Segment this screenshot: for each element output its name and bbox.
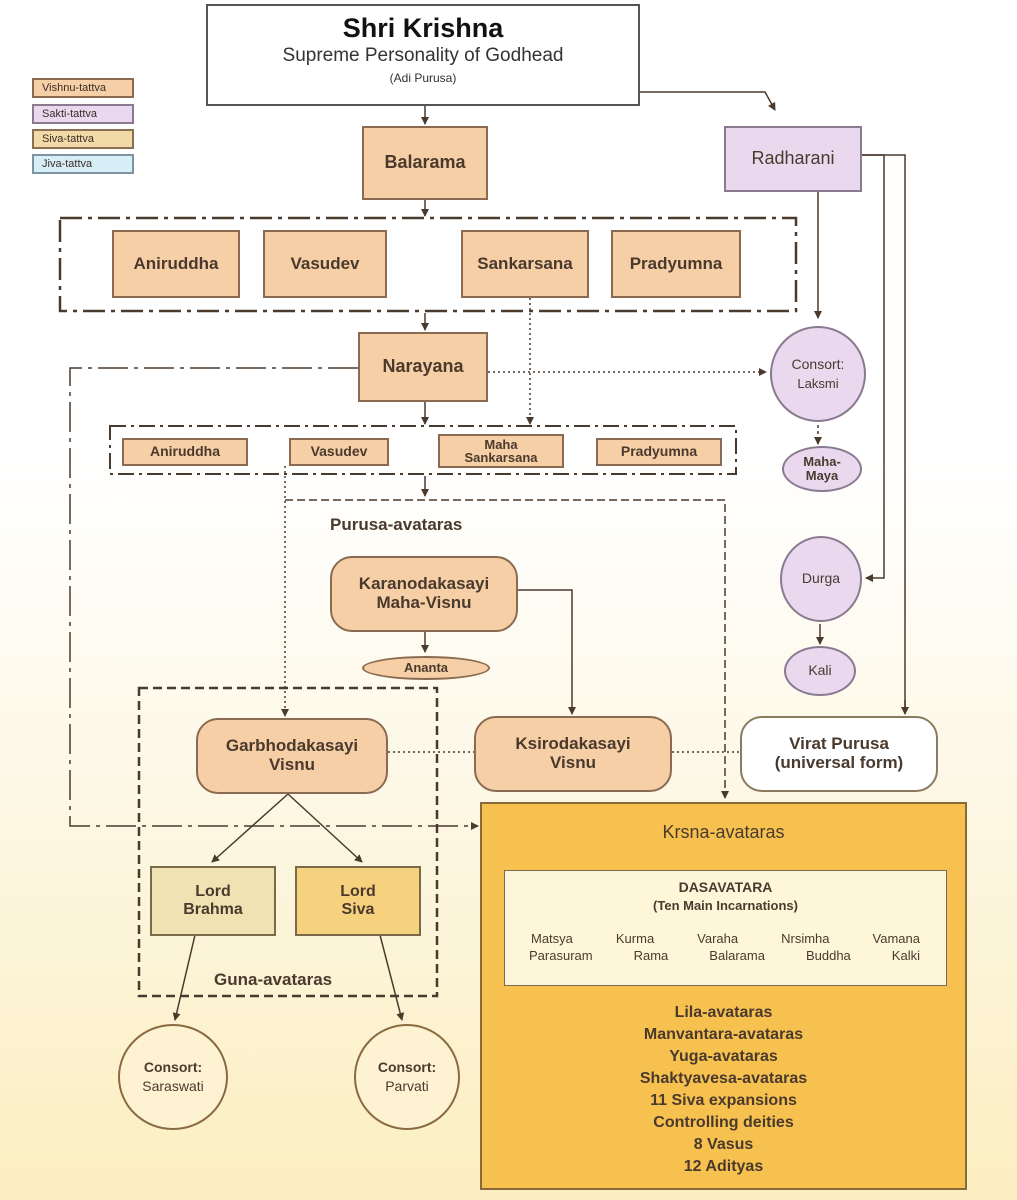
laksmi-consort-label: Consort:	[791, 356, 845, 373]
kali-circle: Kali	[784, 646, 856, 696]
dasavatara-row-2: Parasuram Rama Balarama Buddha Kalki	[505, 948, 946, 963]
list-item: 11 Siva expansions	[650, 1092, 797, 1109]
avatar-rama: Rama	[633, 948, 669, 963]
lord-siva-box: Lord Siva	[295, 866, 421, 936]
vasudev-1: Vasudev	[263, 230, 387, 298]
virat-line1: Virat Purusa	[789, 734, 889, 754]
shri-krishna-box: Shri Krishna Supreme Personality of Godh…	[206, 4, 640, 106]
siva-line2: Siva	[341, 901, 375, 918]
laksmi-circle: Consort: Laksmi	[770, 326, 866, 422]
balarama-box: Balarama	[362, 126, 488, 200]
pradyumna-1: Pradyumna	[611, 230, 741, 298]
legend-siva: Siva-tattva	[32, 129, 134, 149]
saraswati-circle: Consort: Saraswati	[118, 1024, 228, 1130]
guna-group	[137, 686, 439, 998]
avatar-vamana: Vamana	[872, 931, 920, 946]
narayana-box: Narayana	[358, 332, 488, 402]
garbhodakasayi-box: Garbhodakasayi Visnu	[196, 718, 388, 794]
avatar-balarama: Balarama	[709, 948, 765, 963]
maha-maya-circle: Maha- Maya	[782, 446, 862, 492]
virat-line2: (universal form)	[774, 753, 904, 772]
krsna-avataras-list: Lila-avataras Manvantara-avataras Yuga-a…	[482, 1002, 965, 1178]
karanodakasayi-line2: Maha-Visnu	[376, 593, 472, 612]
second-quad-group	[109, 425, 737, 475]
aniruddha-2: Aniruddha	[122, 438, 248, 466]
vasudev-2: Vasudev	[289, 438, 389, 466]
radharani-box: Radharani	[724, 126, 862, 192]
avatar-parasuram: Parasuram	[529, 948, 593, 963]
dasavatara-row-1: Matsya Kurma Varaha Nrsimha Vamana	[505, 931, 946, 946]
aniruddha-1: Aniruddha	[112, 230, 240, 298]
guna-avataras-label: Guna-avataras	[214, 970, 333, 989]
list-item: Lila-avataras	[674, 1004, 773, 1021]
virat-purusa-box: Virat Purusa (universal form)	[740, 716, 938, 792]
brahma-line2: Brahma	[183, 901, 243, 918]
ksirodakasayi-line2: Visnu	[550, 753, 596, 772]
parvati-circle: Consort: Parvati	[354, 1024, 460, 1130]
list-item: Manvantara-avataras	[643, 1026, 804, 1043]
sankarsana-1: Sankarsana	[461, 230, 589, 298]
pradyumna-2: Pradyumna	[596, 438, 722, 466]
maha-sankarsana-line2: Sankarsana	[464, 450, 538, 465]
legend-sakti: Sakti-tattva	[32, 104, 134, 124]
garbhodakasayi-line2: Visnu	[269, 755, 315, 774]
title: Shri Krishna	[342, 13, 504, 43]
subtitle: Supreme Personality of Godhead	[282, 44, 564, 66]
krsna-avataras-box: Krsna-avataras DASAVATARA (Ten Main Inca…	[480, 802, 967, 1190]
adi-purusa-note: (Adi Purusa)	[389, 70, 457, 85]
brahma-line1: Lord	[195, 883, 231, 901]
krsna-avataras-title: Krsna-avataras	[662, 822, 785, 842]
ksirodakasayi-box: Ksirodakasayi Visnu	[474, 716, 672, 792]
karanodakasayi-box: Karanodakasayi Maha-Visnu	[330, 556, 518, 632]
dasavatara-title: DASAVATARA	[678, 879, 773, 895]
dasavatara-box: DASAVATARA (Ten Main Incarnations) Matsy…	[504, 870, 947, 986]
list-item: Yuga-avataras	[669, 1048, 778, 1065]
parvati-consort-label: Consort:	[377, 1058, 437, 1075]
ksirodakasayi-line1: Ksirodakasayi	[515, 734, 631, 754]
avatar-buddha: Buddha	[805, 948, 851, 963]
first-quad-group	[58, 216, 798, 313]
list-item: Shaktyavesa-avataras	[639, 1070, 808, 1087]
saraswati-consort-label: Consort:	[143, 1058, 203, 1075]
list-item: Controlling deities	[653, 1114, 794, 1131]
maha-maya-line1: Maha-	[803, 453, 841, 469]
avatar-kalki: Kalki	[891, 948, 920, 963]
legend-vishnu: Vishnu-tattva	[32, 78, 134, 98]
maha-maya-line2: Maya	[805, 468, 839, 483]
siva-line1: Lord	[340, 883, 376, 901]
maha-sankarsana-line1: Maha	[484, 437, 518, 452]
parvati-name: Parvati	[385, 1078, 429, 1094]
lord-brahma-box: Lord Brahma	[150, 866, 276, 936]
list-item: 12 Adityas	[683, 1158, 764, 1175]
ananta-oval: Ananta	[362, 656, 490, 680]
maha-sankarsana-2: Maha Sankarsana	[438, 434, 564, 468]
legend-jiva: Jiva-tattva	[32, 154, 134, 174]
avatar-kurma: Kurma	[615, 931, 655, 946]
garbhodakasayi-line1: Garbhodakasayi	[225, 736, 359, 756]
list-item: 8 Vasus	[693, 1136, 754, 1153]
karanodakasayi-line1: Karanodakasayi	[358, 574, 490, 594]
laksmi-name: Laksmi	[797, 375, 839, 391]
dasavatara-subtitle: (Ten Main Incarnations)	[653, 898, 798, 913]
avatar-nrsimha: Nrsimha	[781, 931, 830, 946]
purusa-avataras-label: Purusa-avataras	[330, 515, 463, 534]
durga-circle: Durga	[780, 536, 862, 622]
avatar-varaha: Varaha	[697, 931, 739, 946]
avatar-matsya: Matsya	[531, 931, 573, 946]
saraswati-name: Saraswati	[142, 1078, 204, 1094]
